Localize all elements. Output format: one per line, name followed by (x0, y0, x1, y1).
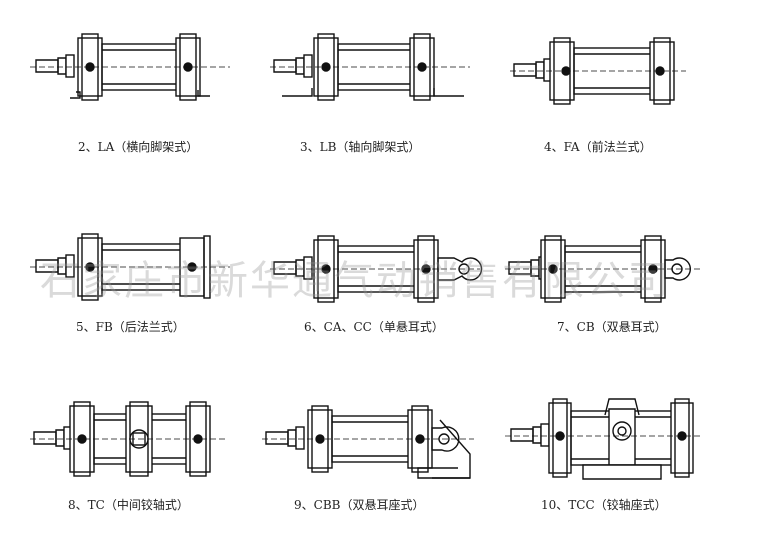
caption-fb: 5、FB（后法兰式） (76, 320, 185, 334)
caption-la: 2、LA（横向脚架式） (78, 140, 199, 154)
cylinder-lb-drawing (270, 33, 470, 101)
cylinder-tc-drawing (30, 401, 226, 477)
cylinder-fb-drawing (30, 233, 230, 301)
cylinder-tc: 8、TC（中间铰轴式） (30, 400, 230, 520)
cylinder-cbb: 9、CBB（双悬耳座式） (262, 400, 482, 520)
cylinder-ca-cc-drawing (270, 235, 483, 303)
cylinder-fb: 5、FB（后法兰式） (30, 230, 230, 340)
caption-tcc: 10、TCC（铰轴座式） (541, 498, 667, 512)
cylinder-tcc-drawing (505, 398, 701, 480)
cylinder-fa-drawing (510, 37, 686, 105)
caption-fa: 4、FA（前法兰式） (544, 140, 652, 154)
cylinder-ca-cc: 6、CA、CC（单悬耳式） (270, 230, 483, 340)
caption-lb: 3、LB（轴向脚架式） (300, 140, 421, 154)
cylinder-tcc: 10、TCC（铰轴座式） (505, 395, 705, 520)
cylinder-la-drawing (30, 33, 230, 101)
cylinder-cb-drawing (505, 235, 701, 303)
cylinder-fa: 4、FA（前法兰式） (510, 30, 710, 160)
caption-cbb: 9、CBB（双悬耳座式） (294, 498, 425, 512)
caption-tc: 8、TC（中间铰轴式） (68, 498, 189, 512)
caption-ca-cc: 6、CA、CC（单悬耳式） (304, 320, 444, 334)
cylinder-lb: 3、LB（轴向脚架式） (270, 30, 470, 160)
caption-cb: 7、CB（双悬耳式） (557, 320, 667, 334)
cylinder-cb: 7、CB（双悬耳式） (505, 230, 705, 340)
cylinder-la: 2、LA（横向脚架式） (30, 30, 230, 160)
cylinder-cbb-drawing (262, 405, 474, 479)
